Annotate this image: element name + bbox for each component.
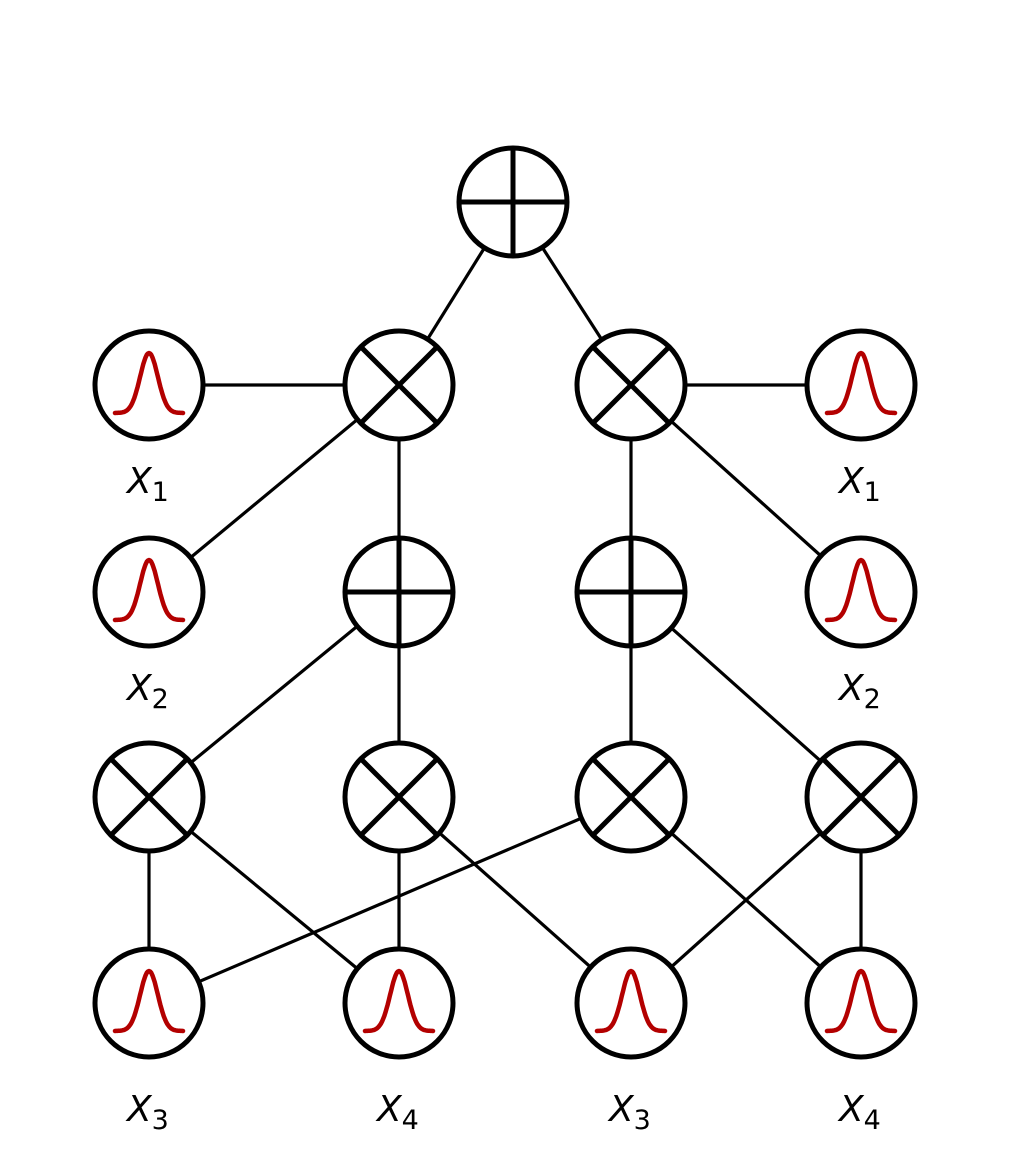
product-node-pR (574, 328, 688, 442)
variable-subscript: 1 (864, 477, 881, 508)
variable-label: X4 (837, 1089, 881, 1136)
variable-label: X1 (837, 461, 881, 508)
node-circle (92, 328, 206, 442)
variable-name: X (837, 1089, 865, 1130)
variable-label: X2 (837, 668, 881, 715)
variable-label: X2 (125, 668, 169, 715)
variable-name: X (837, 461, 865, 502)
times-icon-b (591, 757, 671, 837)
sum-node-sL (342, 535, 456, 649)
gaussian-leaf-node-lX1L (92, 328, 206, 442)
gaussian-leaf-node-lX2R (804, 535, 918, 649)
gaussian-leaf-node-b2 (342, 946, 456, 1060)
gaussian-leaf-node-b4 (804, 946, 918, 1060)
node-circle (804, 535, 918, 649)
gaussian-leaf-node-lX2L (92, 535, 206, 649)
variable-subscript: 2 (864, 684, 881, 715)
times-icon-b (821, 757, 901, 837)
gaussian-curve-icon (824, 557, 898, 623)
nodes (92, 145, 918, 1060)
edges (147, 201, 863, 1005)
gaussian-curve-icon (824, 968, 898, 1034)
gaussian-curve-icon (112, 968, 186, 1034)
variable-name: X (125, 1089, 153, 1130)
sum-node-sR (574, 535, 688, 649)
gaussian-leaf-node-lX1R (804, 328, 918, 442)
product-node-q4 (804, 740, 918, 854)
node-circle (92, 946, 206, 1060)
node-circle (804, 328, 918, 442)
node-circle (574, 946, 688, 1060)
variable-subscript: 1 (152, 477, 169, 508)
variable-subscript: 3 (634, 1105, 651, 1136)
variable-name: X (607, 1089, 635, 1130)
gaussian-curve-icon (112, 557, 186, 623)
node-circle (92, 535, 206, 649)
node-circle (804, 946, 918, 1060)
variable-subscript: 4 (864, 1105, 881, 1136)
variable-label: X3 (125, 1089, 169, 1136)
product-node-q3 (574, 740, 688, 854)
gaussian-leaf-node-b1 (92, 946, 206, 1060)
variable-subscript: 2 (152, 684, 169, 715)
gaussian-curve-icon (824, 350, 898, 416)
times-icon-b (591, 345, 671, 425)
gaussian-curve-icon (362, 968, 436, 1034)
variable-name: X (837, 668, 865, 709)
sum-node-root (456, 145, 570, 259)
variable-name: X (125, 461, 153, 502)
times-icon-b (109, 757, 189, 837)
gaussian-leaf-node-b3 (574, 946, 688, 1060)
variable-label: X3 (607, 1089, 651, 1136)
product-node-pL (342, 328, 456, 442)
product-node-q1 (92, 740, 206, 854)
gaussian-curve-icon (594, 968, 668, 1034)
product-node-q2 (342, 740, 456, 854)
node-circle (342, 946, 456, 1060)
variable-subscript: 3 (152, 1105, 169, 1136)
variable-name: X (375, 1089, 403, 1130)
times-icon-b (359, 345, 439, 425)
gaussian-curve-icon (112, 350, 186, 416)
variable-label: X4 (375, 1089, 419, 1136)
variable-subscript: 4 (402, 1105, 419, 1136)
variable-name: X (125, 668, 153, 709)
times-icon-b (359, 757, 439, 837)
variable-label: X1 (125, 461, 169, 508)
edge-q3-b1 (148, 795, 632, 1005)
